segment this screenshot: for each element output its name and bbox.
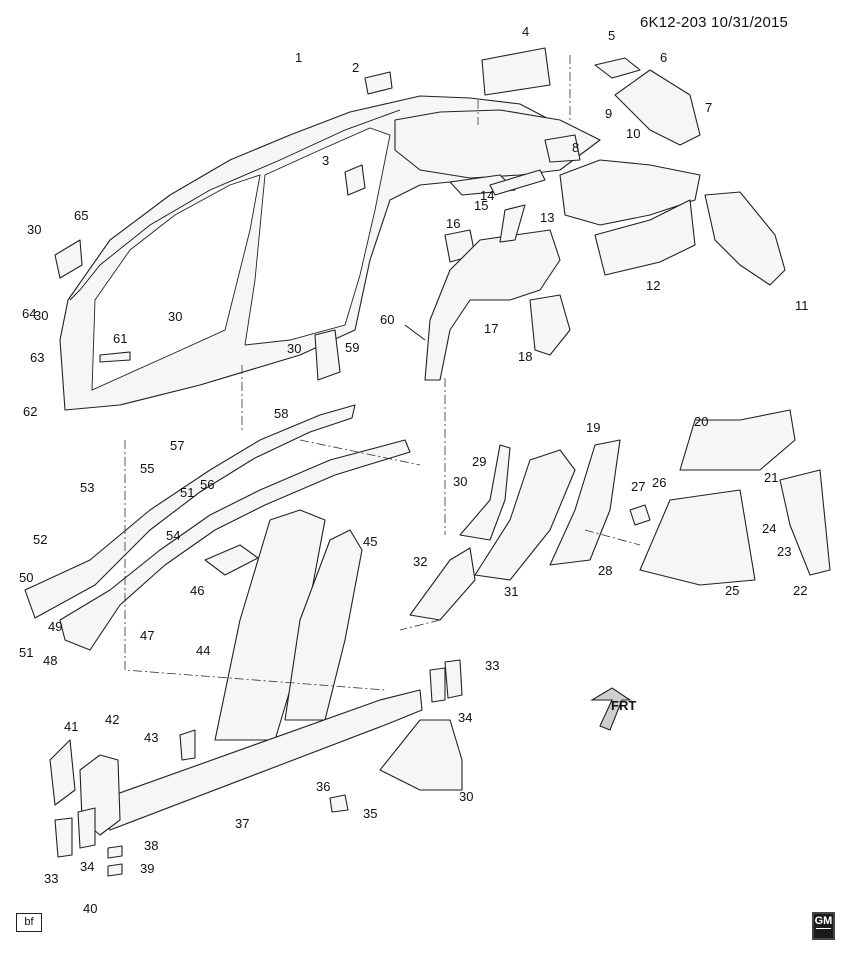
callout-65-72: 65 xyxy=(74,208,88,223)
callout-30-29: 30 xyxy=(27,222,41,237)
callout-20-19: 20 xyxy=(694,414,708,429)
callout-26-25: 26 xyxy=(652,475,666,490)
callout-31-35: 31 xyxy=(504,584,518,599)
callout-17-16: 17 xyxy=(484,321,498,336)
callout-53-60: 53 xyxy=(80,480,94,495)
callout-48-54: 48 xyxy=(43,653,57,668)
callout-46-52: 46 xyxy=(190,583,204,598)
diagram-code: 6K12-203 xyxy=(640,14,707,31)
body-side-outer-panel xyxy=(59,95,561,411)
diagram-code-header: 6K12-203 10/31/2015 xyxy=(640,14,845,34)
callout-57-64: 57 xyxy=(170,438,184,453)
diagram-date: 10/31/2015 xyxy=(711,14,789,31)
callout-58-65: 58 xyxy=(274,406,288,421)
callout-47-53: 47 xyxy=(140,628,154,643)
callout-40-46: 40 xyxy=(83,901,97,916)
callout-14-13: 14 xyxy=(480,188,494,203)
callout-39-45: 39 xyxy=(140,861,154,876)
roof-rail-assembly xyxy=(24,404,411,761)
callout-11-10: 11 xyxy=(795,298,809,313)
callout-25-24: 25 xyxy=(725,583,739,598)
callout-12-11: 12 xyxy=(646,278,660,293)
callout-51-58: 51 xyxy=(19,645,33,660)
rear-wheelhouse-parts xyxy=(404,204,571,381)
callout-52-59: 52 xyxy=(33,532,47,547)
callout-6-5: 6 xyxy=(660,50,667,65)
callout-9-8: 9 xyxy=(605,106,612,121)
callout-4-3: 4 xyxy=(522,24,529,39)
callout-33-38: 33 xyxy=(44,871,58,886)
callout-18-17: 18 xyxy=(518,349,532,364)
callout-54-61: 54 xyxy=(166,528,180,543)
callout-62-69: 62 xyxy=(23,404,37,419)
callout-32-36: 32 xyxy=(413,554,427,569)
rocker-sill-assembly xyxy=(49,659,463,877)
callout-63-70: 63 xyxy=(30,350,44,365)
callout-37-43: 37 xyxy=(235,816,249,831)
bf-tag: bf xyxy=(16,913,42,932)
front-arrow-icon xyxy=(590,687,632,731)
callout-43-49: 43 xyxy=(144,730,158,745)
callout-24-23: 24 xyxy=(762,521,776,536)
callout-64-71: 64 xyxy=(22,306,36,321)
callout-16-15: 16 xyxy=(446,216,460,231)
callout-28-27: 28 xyxy=(598,563,612,578)
assembly-guide-lines xyxy=(124,55,641,691)
callout-10-9: 10 xyxy=(626,126,640,141)
rear-quarter-inner-parts xyxy=(409,409,831,621)
callout-61-68: 61 xyxy=(113,331,127,346)
callout-42-48: 42 xyxy=(105,712,119,727)
callout-33-37: 33 xyxy=(485,658,499,673)
callout-50-56: 50 xyxy=(19,570,33,585)
callout-2-1: 2 xyxy=(352,60,359,75)
small-brackets-left xyxy=(54,71,393,381)
front-label: FRT xyxy=(611,698,636,713)
callout-5-4: 5 xyxy=(608,28,615,43)
callout-8-7: 8 xyxy=(572,140,579,155)
callout-30-31: 30 xyxy=(287,341,301,356)
callout-19-18: 19 xyxy=(586,420,600,435)
callout-30-30: 30 xyxy=(168,309,182,324)
callout-35-41: 35 xyxy=(363,806,377,821)
callout-7-6: 7 xyxy=(705,100,712,115)
callout-30-33: 30 xyxy=(459,789,473,804)
callout-15-14: 15 xyxy=(474,198,488,213)
callout-60-67: 60 xyxy=(380,312,394,327)
callout-44-50: 44 xyxy=(196,643,210,658)
callout-36-42: 36 xyxy=(316,779,330,794)
callout-1-0: 1 xyxy=(295,50,302,65)
callout-34-40: 34 xyxy=(458,710,472,725)
callout-59-66: 59 xyxy=(345,340,359,355)
callout-45-51: 45 xyxy=(363,534,377,549)
callout-23-22: 23 xyxy=(777,544,791,559)
callout-22-21: 22 xyxy=(793,583,807,598)
callout-49-55: 49 xyxy=(48,619,62,634)
callout-34-39: 34 xyxy=(80,859,94,874)
callout-30-34: 30 xyxy=(34,308,48,323)
callout-51-57: 51 xyxy=(180,485,194,500)
callout-55-62: 55 xyxy=(140,461,154,476)
callout-27-26: 27 xyxy=(631,479,645,494)
callout-41-47: 41 xyxy=(64,719,78,734)
callout-56-63: 56 xyxy=(200,477,214,492)
callout-21-20: 21 xyxy=(764,470,778,485)
callout-29-28: 29 xyxy=(472,454,486,469)
rear-upper-assembly xyxy=(394,47,786,286)
gm-logo: GM xyxy=(812,912,835,940)
callout-3-2: 3 xyxy=(322,153,329,168)
callout-13-12: 13 xyxy=(540,210,554,225)
callout-30-32: 30 xyxy=(453,474,467,489)
callout-38-44: 38 xyxy=(144,838,158,853)
